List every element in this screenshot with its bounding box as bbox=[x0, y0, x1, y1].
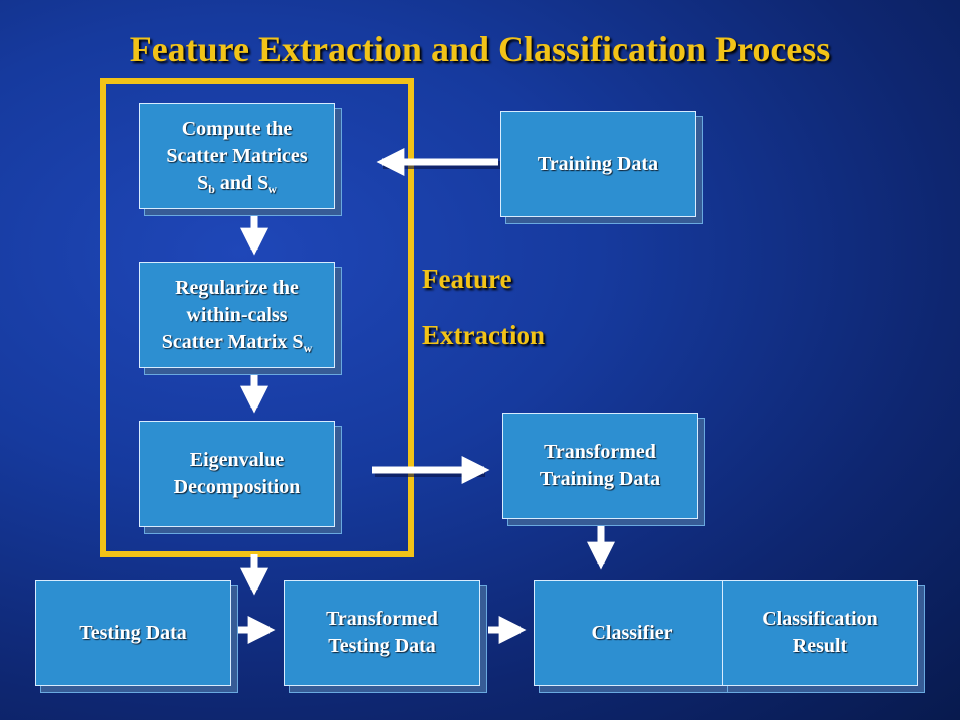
box-text-line: Transformed bbox=[544, 441, 656, 463]
box-text-line: Testing Data bbox=[79, 621, 187, 644]
box-compute-scatter-matrices: Compute the Scatter Matrices Sb and Sw bbox=[139, 103, 335, 209]
arrow-training-to-scatter bbox=[376, 148, 501, 176]
box-testing-data: Testing Data bbox=[35, 580, 231, 686]
box-text-line: Sb and Sw bbox=[197, 171, 277, 196]
page-title: Feature Extraction and Classification Pr… bbox=[129, 29, 831, 69]
box-regularize: Regularize the within-calss Scatter Matr… bbox=[139, 262, 335, 368]
box-training-data: Training Data bbox=[500, 111, 696, 217]
box-transformed-testing-data: Transformed Testing Data bbox=[284, 580, 480, 686]
box-text-line: Training Data bbox=[537, 152, 659, 175]
arrow-eigen-to-transformed-training bbox=[372, 456, 490, 484]
box-text-line: Eigenvalue bbox=[189, 449, 285, 471]
group-label-feature: Feature bbox=[422, 264, 512, 294]
box-text-line: within-calss bbox=[186, 303, 288, 326]
box-text-line: Regularize the bbox=[175, 276, 299, 299]
group-label-extraction: Extraction bbox=[422, 320, 545, 350]
box-classification-result: Classification Result bbox=[722, 580, 918, 686]
box-text-line: Result bbox=[792, 635, 848, 657]
box-eigenvalue-decomposition: Eigenvalue Decomposition bbox=[139, 421, 335, 527]
box-text-line: Scatter Matrices bbox=[166, 144, 308, 167]
box-text-line: Training Data bbox=[539, 468, 661, 490]
box-classifier: Classifier bbox=[534, 580, 730, 686]
box-text-line: Compute the bbox=[181, 117, 293, 140]
box-text-line: Transformed bbox=[326, 608, 438, 630]
box-text-line: Classification bbox=[762, 608, 878, 630]
box-text-line: Decomposition bbox=[173, 476, 301, 498]
box-text-line: Testing Data bbox=[328, 635, 436, 657]
box-text-line: Classifier bbox=[591, 621, 673, 644]
box-transformed-training-data: Transformed Training Data bbox=[502, 413, 698, 519]
box-text-line: Scatter Matrix Sw bbox=[161, 330, 313, 355]
